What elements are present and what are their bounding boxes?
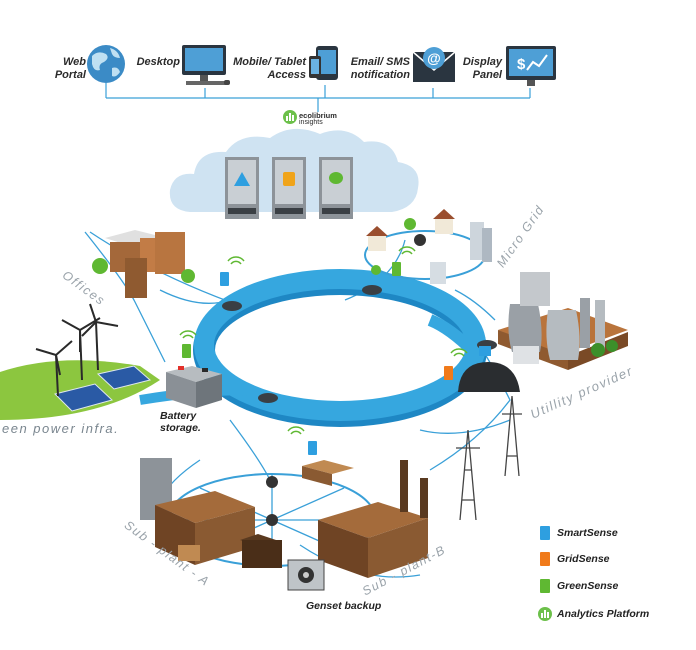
desktop-icon bbox=[182, 45, 230, 85]
email-icon: @ bbox=[412, 47, 456, 82]
brand-name: ecolibrium bbox=[299, 111, 337, 120]
brand-subtitle: insights bbox=[299, 119, 323, 126]
energy-ring bbox=[139, 269, 487, 427]
display-panel-icon: $ bbox=[506, 46, 556, 86]
email-sms-label: Email/ SMS notification bbox=[350, 56, 410, 81]
server-2 bbox=[272, 157, 306, 219]
mobile-tablet-label: Mobile/ Tablet Access bbox=[233, 56, 306, 81]
gridsense-legend-icon bbox=[540, 552, 550, 566]
sense-devices bbox=[182, 262, 453, 455]
genset-unit bbox=[287, 559, 325, 591]
sub-plant-a-factory bbox=[140, 458, 282, 568]
genset-backup-label: Genset backup bbox=[306, 600, 382, 612]
greensense-legend-icon bbox=[540, 579, 550, 593]
battery-storage bbox=[166, 366, 222, 408]
access-bus-lines bbox=[105, 83, 531, 112]
legend-icons bbox=[538, 526, 552, 621]
server-1 bbox=[225, 157, 259, 219]
wind-turbines bbox=[35, 303, 119, 397]
battery-storage-label: Battery storage. bbox=[160, 410, 201, 434]
globe-icon bbox=[87, 45, 125, 83]
display-panel-label: Display Panel bbox=[462, 56, 502, 81]
micro-grid-area bbox=[364, 209, 492, 284]
svg-text:$: $ bbox=[517, 56, 526, 73]
utility-provider-plant bbox=[498, 272, 628, 370]
server-3 bbox=[319, 157, 353, 219]
brand-logo: ecolibrium insights bbox=[299, 112, 337, 126]
mobile-icon bbox=[309, 46, 338, 80]
desktop-label: Desktop bbox=[136, 56, 180, 68]
green-power-area-label: een power infra. bbox=[2, 421, 120, 436]
legend-item-greensense: GreenSense bbox=[537, 577, 618, 595]
ecolibrium-logo-icon bbox=[283, 110, 297, 124]
solar-panels bbox=[54, 365, 152, 412]
storage-dome bbox=[458, 346, 520, 392]
cloud-servers bbox=[169, 128, 419, 219]
legend-item-analytics-platform: Analytics Platform bbox=[537, 605, 649, 623]
legend-item-smartsense: SmartSense bbox=[537, 524, 618, 542]
wifi-icons bbox=[179, 246, 468, 435]
offices-buildings bbox=[92, 230, 195, 298]
transmission-towers bbox=[456, 395, 522, 521]
legend-item-gridsense: GridSense bbox=[537, 550, 610, 568]
legend-label: GreenSense bbox=[557, 580, 619, 592]
web-portal-label: Web Portal bbox=[54, 56, 86, 81]
smartsense-legend-icon bbox=[540, 526, 550, 540]
legend-label: SmartSense bbox=[557, 527, 618, 539]
green-power-infra bbox=[0, 303, 160, 420]
legend-label: GridSense bbox=[557, 553, 610, 565]
sub-plant-b-factory bbox=[302, 460, 428, 578]
legend-label: Analytics Platform bbox=[557, 608, 650, 620]
svg-text:@: @ bbox=[427, 50, 441, 66]
